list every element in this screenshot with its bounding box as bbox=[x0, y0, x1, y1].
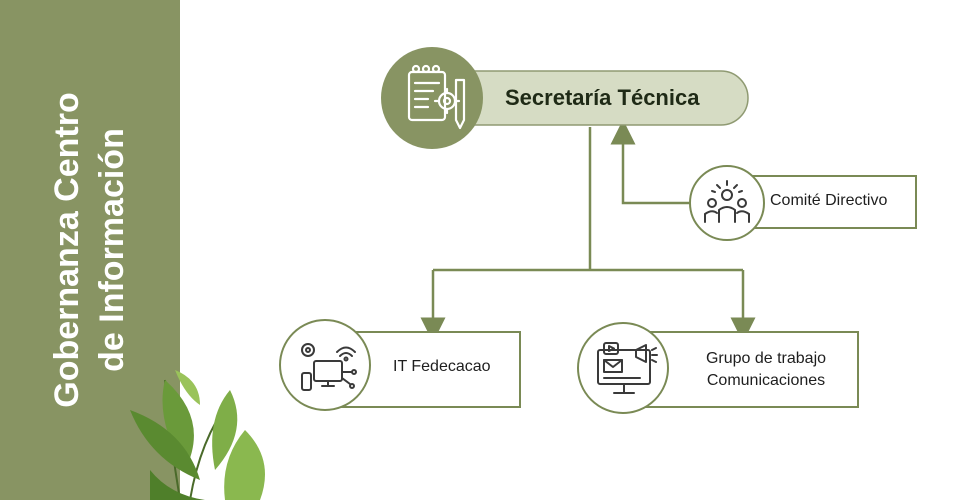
node-secretaria bbox=[381, 47, 749, 149]
sidebar-panel: Gobernanza Centro de Información bbox=[0, 0, 180, 500]
team-people-icon bbox=[704, 180, 750, 223]
secretaria-label: Secretaría Técnica bbox=[505, 85, 700, 110]
it-circle bbox=[279, 319, 371, 411]
document-gear-pencil-icon bbox=[407, 64, 466, 130]
secretaria-circle bbox=[381, 47, 483, 149]
comite-label: Comité Directivo bbox=[770, 192, 888, 209]
grupo-label: Grupo de trabajo Comunicaciones bbox=[681, 348, 851, 392]
node-grupo bbox=[577, 322, 859, 414]
node-it bbox=[279, 319, 521, 411]
it-label: IT Fedecacao bbox=[393, 358, 491, 375]
node-comite bbox=[689, 165, 917, 241]
connector-comite-to-secretaria bbox=[610, 119, 690, 205]
comite-circle bbox=[689, 165, 765, 241]
decorative-plant-leaves bbox=[130, 370, 265, 500]
connectors bbox=[420, 119, 756, 343]
grupo-label-line1: Grupo de trabajo bbox=[705, 350, 827, 367]
it-devices-network-icon bbox=[301, 343, 357, 391]
communications-monitor-megaphone-icon bbox=[597, 342, 658, 394]
grupo-label-line2: Comunicaciones bbox=[706, 372, 826, 389]
